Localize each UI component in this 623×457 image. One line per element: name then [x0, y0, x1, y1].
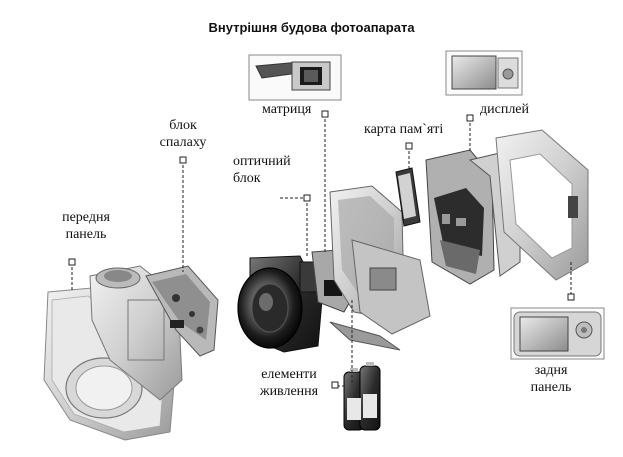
optical-unit-marker	[303, 194, 311, 202]
rear-panel-marker	[567, 293, 575, 301]
flash-unit-part	[145, 265, 219, 357]
leader-lines	[68, 110, 575, 389]
optical-unit-part	[237, 255, 327, 353]
main-chassis-part	[329, 185, 431, 351]
label-memory-card: карта пам`яті	[364, 122, 444, 137]
front-panel-marker	[68, 258, 76, 266]
flash-unit-marker	[179, 156, 187, 164]
label-optical-unit: оптичний блок	[233, 154, 291, 186]
power-cells-marker	[331, 381, 339, 389]
rear-panel-inset-image	[510, 307, 605, 360]
label-sensor: матриця	[262, 102, 312, 117]
memory-card-part	[395, 167, 421, 227]
diagram-title: Внутрішня будова фотоапарата	[208, 20, 415, 35]
display-marker	[466, 114, 474, 122]
label-power-cells: елементи живлення	[259, 367, 319, 399]
power-cells-part	[343, 362, 381, 431]
label-rear-panel: задня панель	[530, 363, 572, 395]
display-module-part	[425, 149, 521, 285]
memory-card-marker	[405, 142, 413, 150]
label-front-panel: передня панель	[62, 210, 110, 242]
rear-frame-part	[495, 129, 589, 281]
label-display: дисплей	[480, 102, 530, 117]
sensor-inset-image	[248, 54, 342, 101]
display-inset-image	[445, 50, 523, 96]
sensor-marker	[321, 110, 329, 118]
label-flash-unit: блок спалаху	[159, 118, 207, 150]
